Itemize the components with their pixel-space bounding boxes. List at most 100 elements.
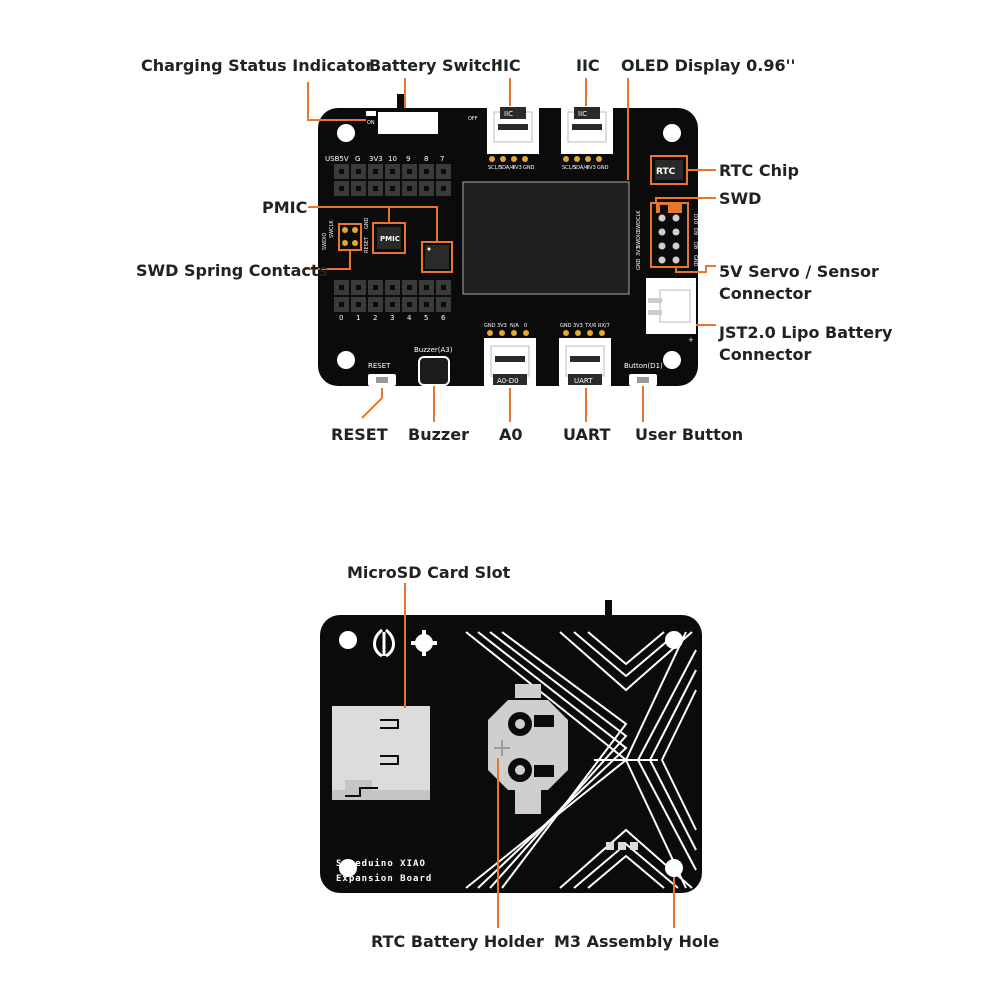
battery-switch-label: Battery Switch bbox=[369, 56, 502, 75]
iic-connector-right[interactable]: IIC SCL/5 SDA/4 3V3 GND bbox=[561, 104, 613, 171]
header-pin-hole bbox=[407, 186, 412, 191]
header-label: G bbox=[355, 155, 360, 163]
header-label: 4 bbox=[407, 314, 412, 322]
uart-pin: TX/6 bbox=[584, 323, 596, 329]
header-label: 6 bbox=[441, 314, 446, 322]
swd-pin bbox=[658, 214, 666, 222]
pin-header-bottom[interactable]: 0 1 2 3 4 5 6 bbox=[334, 280, 451, 322]
header-pin-hole bbox=[373, 302, 378, 307]
header-label: 9 bbox=[406, 155, 410, 163]
jst-label-2: Connector bbox=[719, 345, 811, 364]
button-silk: Button(D1) bbox=[624, 362, 663, 370]
board-name-line2: Expansion Board bbox=[336, 873, 432, 884]
rtc-chip-text: RTC bbox=[656, 167, 676, 177]
pmic-label: PMIC bbox=[262, 198, 307, 217]
microsd-label: MicroSD Card Slot bbox=[347, 563, 511, 582]
pmic-chip: PMIC bbox=[372, 222, 406, 254]
rtc-chip: RTC bbox=[650, 155, 688, 185]
spring-label: SWCLK bbox=[329, 220, 335, 238]
header-label: 2 bbox=[373, 314, 377, 322]
swd-label: SWD bbox=[719, 189, 761, 208]
header-pin-hole bbox=[390, 169, 395, 174]
header-pin-hole bbox=[441, 285, 446, 290]
mounting-hole bbox=[337, 124, 355, 142]
iic-pin: 3V3 bbox=[586, 165, 596, 171]
iic-pin: SDA/4 bbox=[499, 165, 514, 171]
spring-label: SWDIO bbox=[322, 233, 328, 250]
header-label: 3V3 bbox=[369, 155, 383, 163]
header-pin-hole bbox=[390, 186, 395, 191]
header-label: 8 bbox=[424, 155, 428, 163]
a0-pin: GND bbox=[484, 323, 496, 329]
header-pin-hole bbox=[424, 285, 429, 290]
battery-switch-actuator[interactable] bbox=[397, 94, 405, 112]
uart-label: UART bbox=[563, 425, 610, 444]
swd-pin bbox=[658, 228, 666, 236]
iic-pin: SCL/5 bbox=[488, 165, 502, 171]
test-pad bbox=[618, 842, 626, 850]
iic-pin: SCL/5 bbox=[562, 165, 576, 171]
header-pin-hole bbox=[441, 169, 446, 174]
header-pin-hole bbox=[356, 302, 361, 307]
swd-servo-header[interactable]: SWDCLK SWDIO 3V3 GND D10 D9 D8 GND bbox=[636, 202, 698, 270]
pin-header-top[interactable]: USB5V G 3V3 10 9 8 7 bbox=[325, 155, 451, 196]
header-label: 0 bbox=[339, 314, 343, 322]
seeed-logo-icon bbox=[373, 628, 395, 658]
a0-pin: N/A bbox=[510, 323, 519, 329]
mounting-hole bbox=[339, 631, 357, 649]
swd-pin-label: 3V3 bbox=[636, 246, 642, 256]
pmic-chip-text: PMIC bbox=[380, 235, 400, 243]
mounting-hole bbox=[663, 351, 681, 369]
swd-pin bbox=[658, 256, 666, 264]
swd-pin bbox=[672, 256, 680, 264]
servo-label-1: 5V Servo / Sensor bbox=[719, 262, 879, 281]
header-pin-hole bbox=[356, 169, 361, 174]
swd-pin bbox=[672, 214, 680, 222]
swd-pin-label: GND bbox=[636, 258, 642, 270]
iic-pin: SDA/4 bbox=[573, 165, 588, 171]
user-button-label: User Button bbox=[635, 425, 743, 444]
a0-pin: 0 bbox=[524, 323, 527, 329]
reset-label: RESET bbox=[331, 425, 388, 444]
header-label: 10 bbox=[388, 155, 397, 163]
back-leader-lines bbox=[404, 583, 675, 928]
oled-display bbox=[462, 181, 630, 295]
pmic-component bbox=[421, 241, 453, 273]
header-pin-hole bbox=[339, 285, 344, 290]
mounting-hole bbox=[339, 859, 357, 877]
swd-pin bbox=[658, 242, 666, 250]
spring-label: RESET bbox=[364, 236, 370, 253]
a0-connector[interactable]: GND 3V3 N/A 0 A0-D0 bbox=[484, 323, 536, 388]
m3-assembly-hole bbox=[665, 859, 683, 877]
a0-pin: 3V3 bbox=[497, 323, 507, 329]
header-label: 5 bbox=[424, 314, 428, 322]
uart-pin: GND bbox=[560, 323, 572, 329]
oled-label: OLED Display 0.96'' bbox=[621, 56, 795, 75]
iic-connector-left[interactable]: IIC SCL/5 SDA/4 3V3 GND bbox=[487, 104, 539, 171]
header-pin-hole bbox=[373, 169, 378, 174]
header-pin-hole bbox=[390, 285, 395, 290]
iic-tag-left: IIC bbox=[504, 110, 513, 118]
header-pin-hole bbox=[339, 186, 344, 191]
uart-connector[interactable]: GND 3V3 TX/6 RX/7 UART bbox=[559, 323, 611, 388]
swd-pin bbox=[672, 228, 680, 236]
a0-label: A0 bbox=[499, 425, 523, 444]
battery-switch[interactable] bbox=[378, 112, 438, 134]
iic-left-label: IIC bbox=[497, 56, 521, 75]
swd-pin-label: SWDCLK bbox=[636, 210, 642, 232]
iic-pin: GND bbox=[597, 165, 609, 171]
header-pin-hole bbox=[339, 302, 344, 307]
jst-battery-connector[interactable]: + bbox=[646, 278, 696, 344]
header-pin-hole bbox=[424, 302, 429, 307]
header-label: 7 bbox=[440, 155, 444, 163]
swd-spring-contacts[interactable]: SWDIO SWCLK RESET GND bbox=[322, 217, 370, 253]
header-pin-hole bbox=[407, 285, 412, 290]
switch-actuator-back bbox=[605, 600, 612, 618]
buzzer-label: Buzzer bbox=[408, 425, 469, 444]
header-pin-hole bbox=[356, 186, 361, 191]
test-pad bbox=[630, 842, 638, 850]
header-pin-hole bbox=[441, 186, 446, 191]
microsd-card-slot[interactable] bbox=[332, 706, 430, 800]
rtc-battery-holder[interactable] bbox=[488, 684, 568, 814]
